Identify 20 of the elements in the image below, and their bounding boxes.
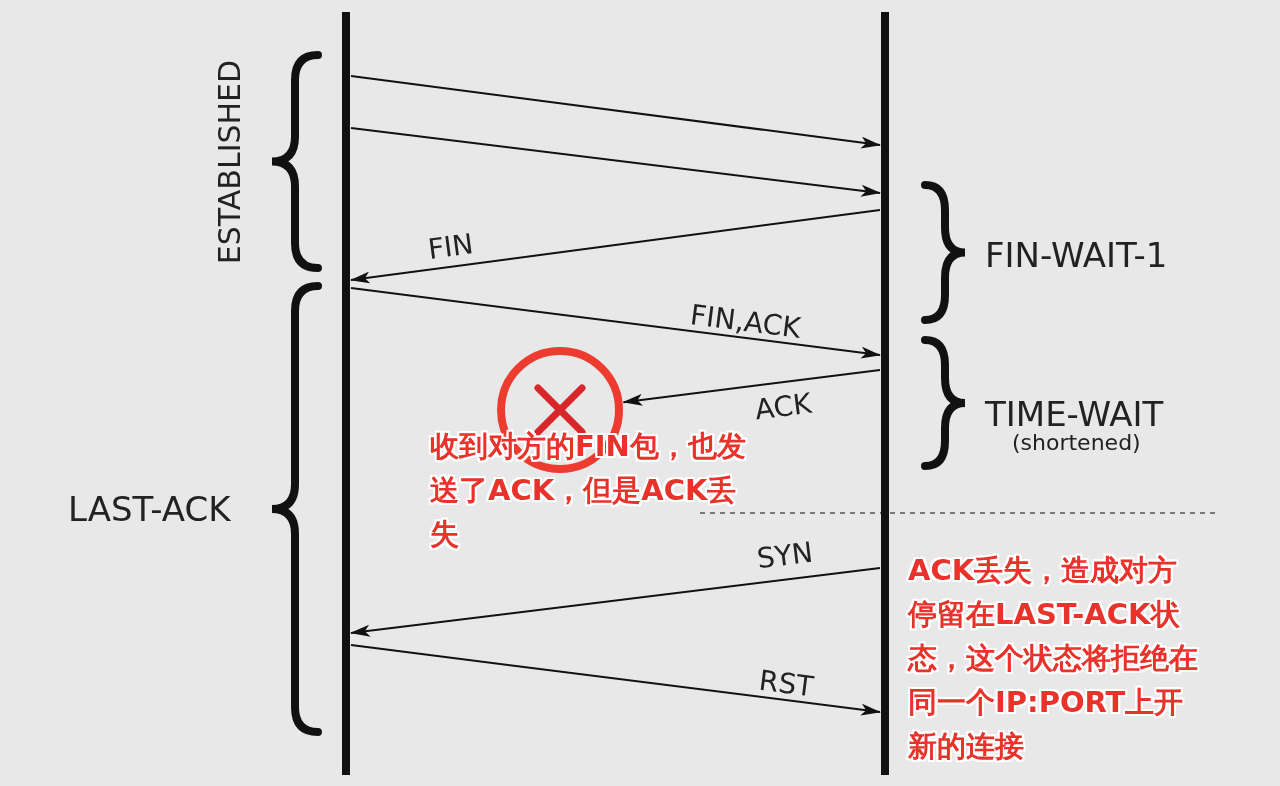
edge-label: RST	[757, 666, 815, 702]
message-arrow	[350, 209, 881, 284]
state-label: LAST-ACK	[68, 492, 231, 526]
edge-label: ACK	[753, 389, 813, 425]
message-arrow	[350, 75, 881, 149]
state-label: ESTABLISHED	[215, 59, 246, 265]
message-arrow	[622, 369, 881, 406]
message-arrow	[350, 567, 881, 637]
annotation-note: ACK丢失，造成对方停留在LAST-ACK状态，这个状态将拒绝在同一个IP:PORT上开新的连接	[908, 552, 1199, 765]
edge-label: FIN,ACK	[688, 301, 802, 343]
message-arrow	[350, 287, 881, 359]
message-arrow	[350, 127, 881, 197]
edge-label: FIN	[425, 230, 475, 264]
message-arrow	[350, 644, 881, 716]
state-label: TIME-WAIT	[985, 397, 1164, 431]
state-note: (shortened)	[1012, 432, 1141, 454]
state-label: FIN-WAIT-1	[985, 238, 1168, 272]
lifeline	[342, 12, 350, 775]
edge-label: SYN	[755, 538, 815, 574]
lifeline	[881, 12, 889, 775]
